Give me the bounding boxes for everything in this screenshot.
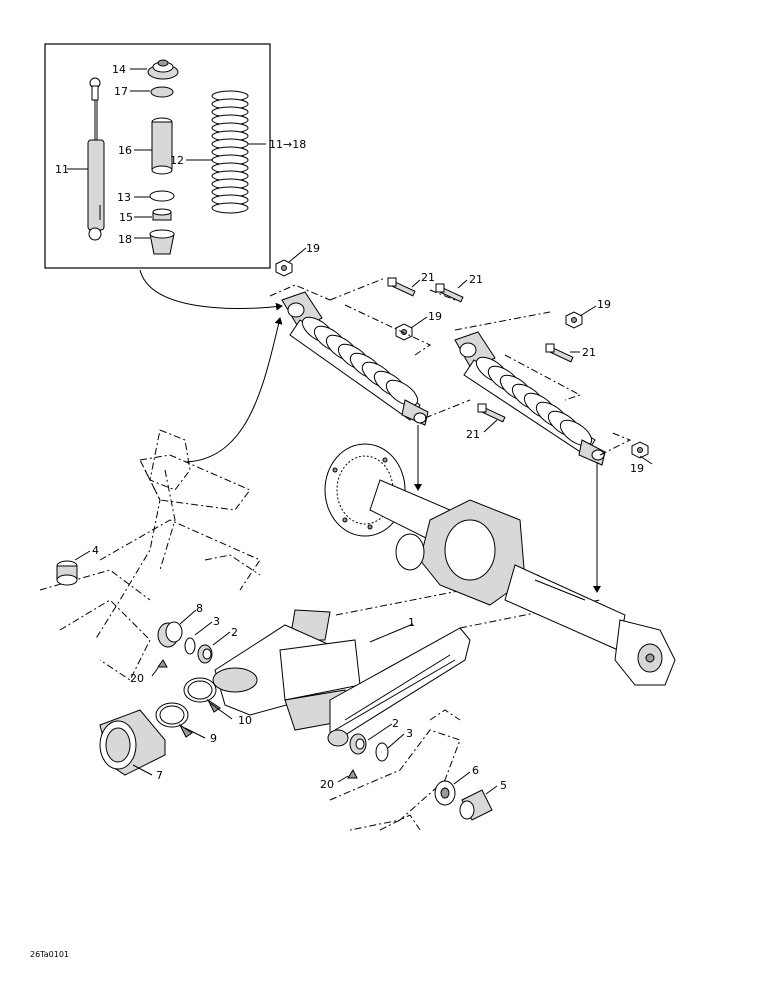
assembly-alignment-lines [269, 277, 632, 629]
callout-21-d: 21 [466, 428, 480, 441]
callout-9: 9 [210, 732, 217, 745]
right-shock-absorber [454, 331, 606, 466]
bolt-21-c [545, 343, 574, 363]
callout-2-left: 2 [231, 626, 238, 639]
seal-part-3-right [375, 742, 389, 762]
bolt-21-a [387, 277, 416, 297]
callout-17: 17 [114, 85, 128, 98]
callout-19-c: 19 [597, 298, 611, 311]
pivot-part-4 [56, 560, 78, 586]
washer-part-6 [434, 780, 456, 806]
callout-19-b: 19 [428, 310, 442, 323]
boot-part-7 [99, 709, 166, 776]
bushing-part-8 [157, 621, 183, 648]
clamp-part-9 [155, 702, 193, 738]
callout-4: 4 [92, 544, 99, 557]
callout-10: 10 [238, 714, 252, 727]
callout-2-right: 2 [392, 717, 399, 730]
callout-14: 14 [112, 63, 126, 76]
callout-3-left: 3 [213, 615, 220, 628]
bolt-21-b [435, 283, 464, 303]
callout-20-right: 20 [320, 778, 334, 791]
seal-part-3-left [184, 637, 196, 655]
left-shock-absorber [281, 291, 429, 426]
callout-3-right: 3 [406, 727, 413, 740]
nut-19-d [631, 441, 649, 459]
inset-pointer-arrow [139, 269, 283, 311]
grease-fitting-part-20-right [347, 768, 358, 779]
nut-part-15 [152, 208, 172, 221]
collar-part-18 [149, 229, 175, 255]
frame-mount-arrow [184, 317, 283, 463]
bump-cap-part-14 [147, 59, 179, 80]
bearing-part-2-left [197, 644, 213, 664]
callout-21-a: 21 [421, 271, 435, 284]
callout-8: 8 [196, 602, 203, 615]
callout-11: 11 [55, 163, 69, 176]
washer-part-13 [149, 190, 175, 202]
bolt-21-d [477, 403, 506, 423]
shock-kit-inset [44, 43, 271, 269]
callout-7: 7 [156, 769, 163, 782]
nut-19-a [275, 259, 293, 277]
rear-axle-housing [324, 443, 676, 686]
swing-arm-part-1 [212, 609, 471, 747]
spring-part-12 [211, 90, 249, 214]
callout-21-c: 21 [582, 346, 596, 359]
callout-15: 15 [119, 211, 133, 224]
nut-19-b [395, 323, 413, 341]
callout-leaders [74, 247, 653, 795]
shock-absorber-part-11 [87, 77, 105, 241]
ring-part-17 [150, 86, 174, 98]
callout-13: 13 [117, 191, 131, 204]
clamp-part-10 [183, 677, 221, 713]
nut-19-c [565, 311, 583, 329]
callout-5: 5 [500, 779, 507, 792]
callout-19-d: 19 [630, 462, 644, 475]
callout-11-18: 11→18 [269, 138, 306, 151]
callout-21-b: 21 [469, 273, 483, 286]
figure-code: 26Ta0101 [30, 950, 69, 959]
bearing-part-2-right [349, 733, 367, 755]
grease-fitting-part-20-left [157, 659, 168, 668]
callout-16: 16 [118, 144, 132, 157]
callout-20-left: 20 [130, 672, 144, 685]
callout-18: 18 [118, 233, 132, 246]
callout-1: 1 [408, 616, 415, 629]
vehicle-frame [39, 429, 461, 831]
pivot-bolt-part-5 [459, 789, 493, 821]
callout-19-a: 19 [306, 242, 320, 255]
boot-part-16 [151, 117, 173, 175]
callout-6: 6 [472, 764, 479, 777]
callout-12: 12 [170, 154, 184, 167]
